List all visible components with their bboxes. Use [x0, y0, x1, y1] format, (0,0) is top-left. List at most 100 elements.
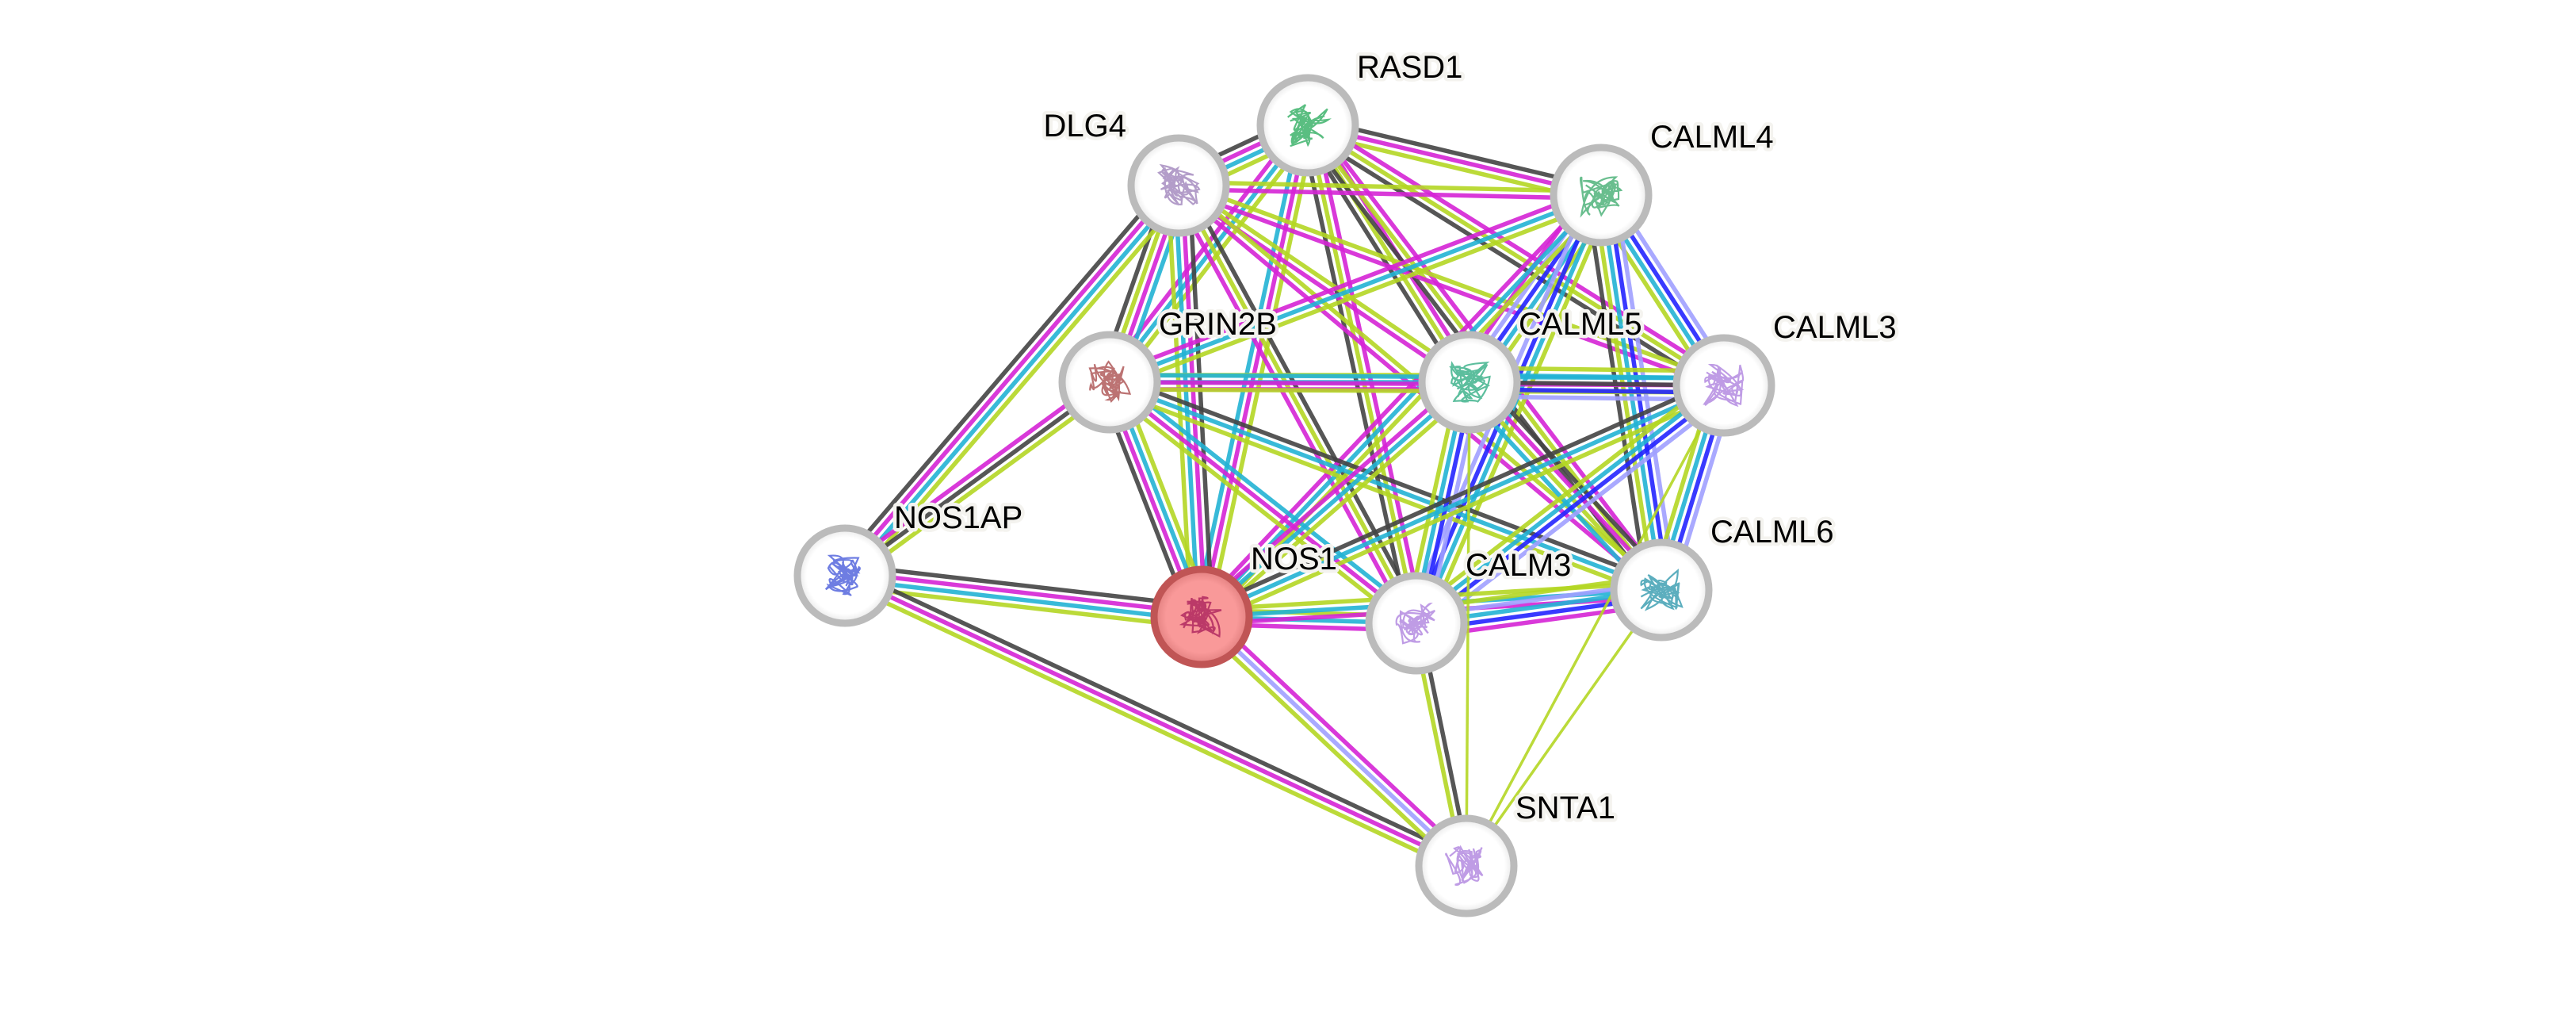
protein-structure-icon [1445, 845, 1484, 886]
edge-evidence-experimental [845, 569, 1202, 616]
node-label-dlg4: DLG4 [1044, 109, 1127, 144]
node-calml3[interactable] [1672, 334, 1775, 437]
edge-calml5-nos1[interactable] [1195, 375, 1476, 624]
node-rasd1[interactable] [1256, 74, 1359, 177]
edge-evidence-textmining [1206, 126, 1317, 619]
edge-calml4-grin2b[interactable] [1106, 186, 1605, 391]
edge-calml3-snta1[interactable] [1465, 385, 1726, 867]
protein-structure-icon [1088, 360, 1131, 403]
edge-grin2b-nos1ap[interactable] [839, 374, 1115, 584]
edge-evidence-experimental [1310, 117, 1729, 381]
edge-evidence-textmining [1176, 184, 1419, 625]
edge-evidence-textmining [1424, 198, 1613, 629]
edge-evidence-textmining [1465, 385, 1726, 867]
edge-evidence-textmining [1306, 123, 1726, 388]
edge-dlg4-calml4[interactable] [1178, 179, 1602, 201]
edge-evidence-textmining [1194, 620, 1463, 873]
edge-calml5-snta1[interactable] [1465, 381, 1471, 867]
node-calml5[interactable] [1418, 331, 1521, 434]
protein-structure-icon [1157, 163, 1201, 206]
protein-structure-icon [1286, 104, 1332, 147]
node-label-snta1: SNTA1 [1515, 791, 1615, 825]
node-circle[interactable] [1415, 814, 1518, 917]
edge-evidence-textmining [1205, 385, 1476, 624]
node-label-nos1ap: NOS1AP [894, 500, 1022, 535]
edge-evidence-textmining [1111, 199, 1605, 391]
node-label-calml4: CALML4 [1650, 120, 1774, 155]
node-dlg4[interactable] [1127, 134, 1230, 237]
edge-evidence-textmining [1179, 180, 1726, 385]
edge-evidence-experimental [1313, 123, 1426, 622]
edge-evidence-cooccurrence [1417, 386, 1728, 628]
edge-evidence-textmining [1106, 386, 1660, 599]
protein-structure-icon [1703, 363, 1745, 408]
edge-evidence-textmining [1203, 389, 1728, 626]
edge-evidence-coexpression [1302, 129, 1722, 393]
edge-evidence-experimental [1205, 610, 1473, 863]
edge-evidence-coexpression [846, 562, 1203, 609]
node-calm3[interactable] [1365, 572, 1468, 675]
edge-evidence-known_database [844, 576, 1202, 623]
node-calml4[interactable] [1550, 144, 1653, 247]
edge-dlg4-nos1ap[interactable] [835, 177, 1189, 584]
edge-calml3-nos1[interactable] [1198, 377, 1728, 626]
edge-rasd1-nos1[interactable] [1192, 123, 1317, 619]
protein-structure-icon [1579, 176, 1623, 218]
edge-evidence-textmining [1408, 375, 1719, 617]
edge-dlg4-calm3[interactable] [1170, 181, 1425, 628]
edge-evidence-experimental [1106, 186, 1599, 378]
edge-evidence-coexpression [843, 380, 1111, 578]
edge-nos1-snta1[interactable] [1194, 610, 1473, 873]
edge-evidence-known_database [846, 186, 1183, 580]
edge-evidence-experimental [1179, 185, 1208, 617]
edge-evidence-coexpression [1198, 377, 1722, 613]
node-calml6[interactable] [1610, 538, 1713, 642]
edge-evidence-textmining [1179, 180, 1473, 381]
node-nos1[interactable] [1150, 565, 1253, 668]
node-layer [793, 74, 1775, 917]
edge-evidence-coexpression [1183, 181, 1425, 622]
edge-evidence-known_database [1200, 383, 1726, 619]
node-nos1ap[interactable] [793, 524, 896, 627]
protein-structure-icon [1640, 569, 1684, 611]
edge-evidence-experimental [1178, 186, 1601, 201]
protein-structure-icon [1395, 603, 1436, 645]
edge-evidence-known_database [1109, 380, 1662, 592]
edge-grin2b-calm3[interactable] [1103, 374, 1423, 631]
edge-evidence-homology [1200, 615, 1468, 868]
edge-evidence-experimental [839, 374, 1107, 572]
protein-structure-icon [824, 554, 861, 596]
protein-structure-icon [1179, 596, 1222, 638]
node-label-grin2b: GRIN2B [1159, 307, 1277, 342]
edge-evidence-known_database [1412, 381, 1723, 622]
edge-evidence-known_database [1109, 193, 1602, 385]
edge-evidence-experimental [1194, 188, 1598, 614]
node-label-rasd1: RASD1 [1357, 50, 1462, 85]
edge-evidence-textmining [1113, 128, 1316, 389]
node-grin2b[interactable] [1058, 331, 1161, 434]
edge-evidence-coexpression [1584, 197, 1649, 593]
edge-evidence-experimental [1170, 187, 1412, 628]
edge-evidence-coexpression [835, 177, 1172, 571]
node-label-nos1: NOS1 [1251, 542, 1337, 576]
node-label-calm3: CALM3 [1466, 548, 1571, 583]
edge-evidence-coexpression [847, 567, 1470, 862]
edge-grin2b-calml6[interactable] [1106, 373, 1665, 599]
edge-nos1ap-nos1[interactable] [843, 562, 1203, 630]
edge-nos1ap-snta1[interactable] [841, 567, 1470, 875]
node-label-calml3: CALML3 [1773, 310, 1897, 345]
edge-calml6-snta1[interactable] [1465, 588, 1663, 868]
edge-rasd1-calml3[interactable] [1302, 117, 1729, 393]
edge-evidence-textmining [1103, 385, 1414, 631]
edge-evidence-experimental [1108, 380, 1418, 626]
node-snta1[interactable] [1415, 814, 1518, 917]
edge-evidence-known_database [1112, 374, 1423, 620]
edge-evidence-experimental [1195, 375, 1466, 614]
edge-evidence-experimental [843, 573, 1468, 868]
edge-evidence-textmining [1465, 588, 1663, 868]
edge-evidence-known_database [1192, 123, 1303, 616]
edge-evidence-textmining [1179, 179, 1602, 194]
edge-evidence-coexpression [1187, 185, 1215, 617]
